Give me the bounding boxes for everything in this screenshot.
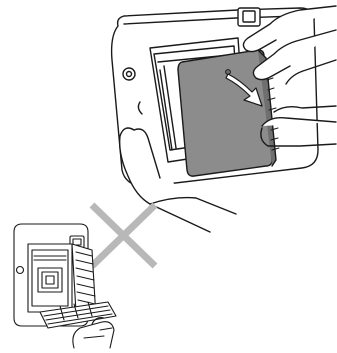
correct-insertion-illustration	[112, 6, 336, 232]
film-chamber-small	[28, 244, 72, 312]
incorrect-insertion-illustration	[14, 224, 116, 348]
x-cross-mark-icon	[92, 205, 155, 266]
